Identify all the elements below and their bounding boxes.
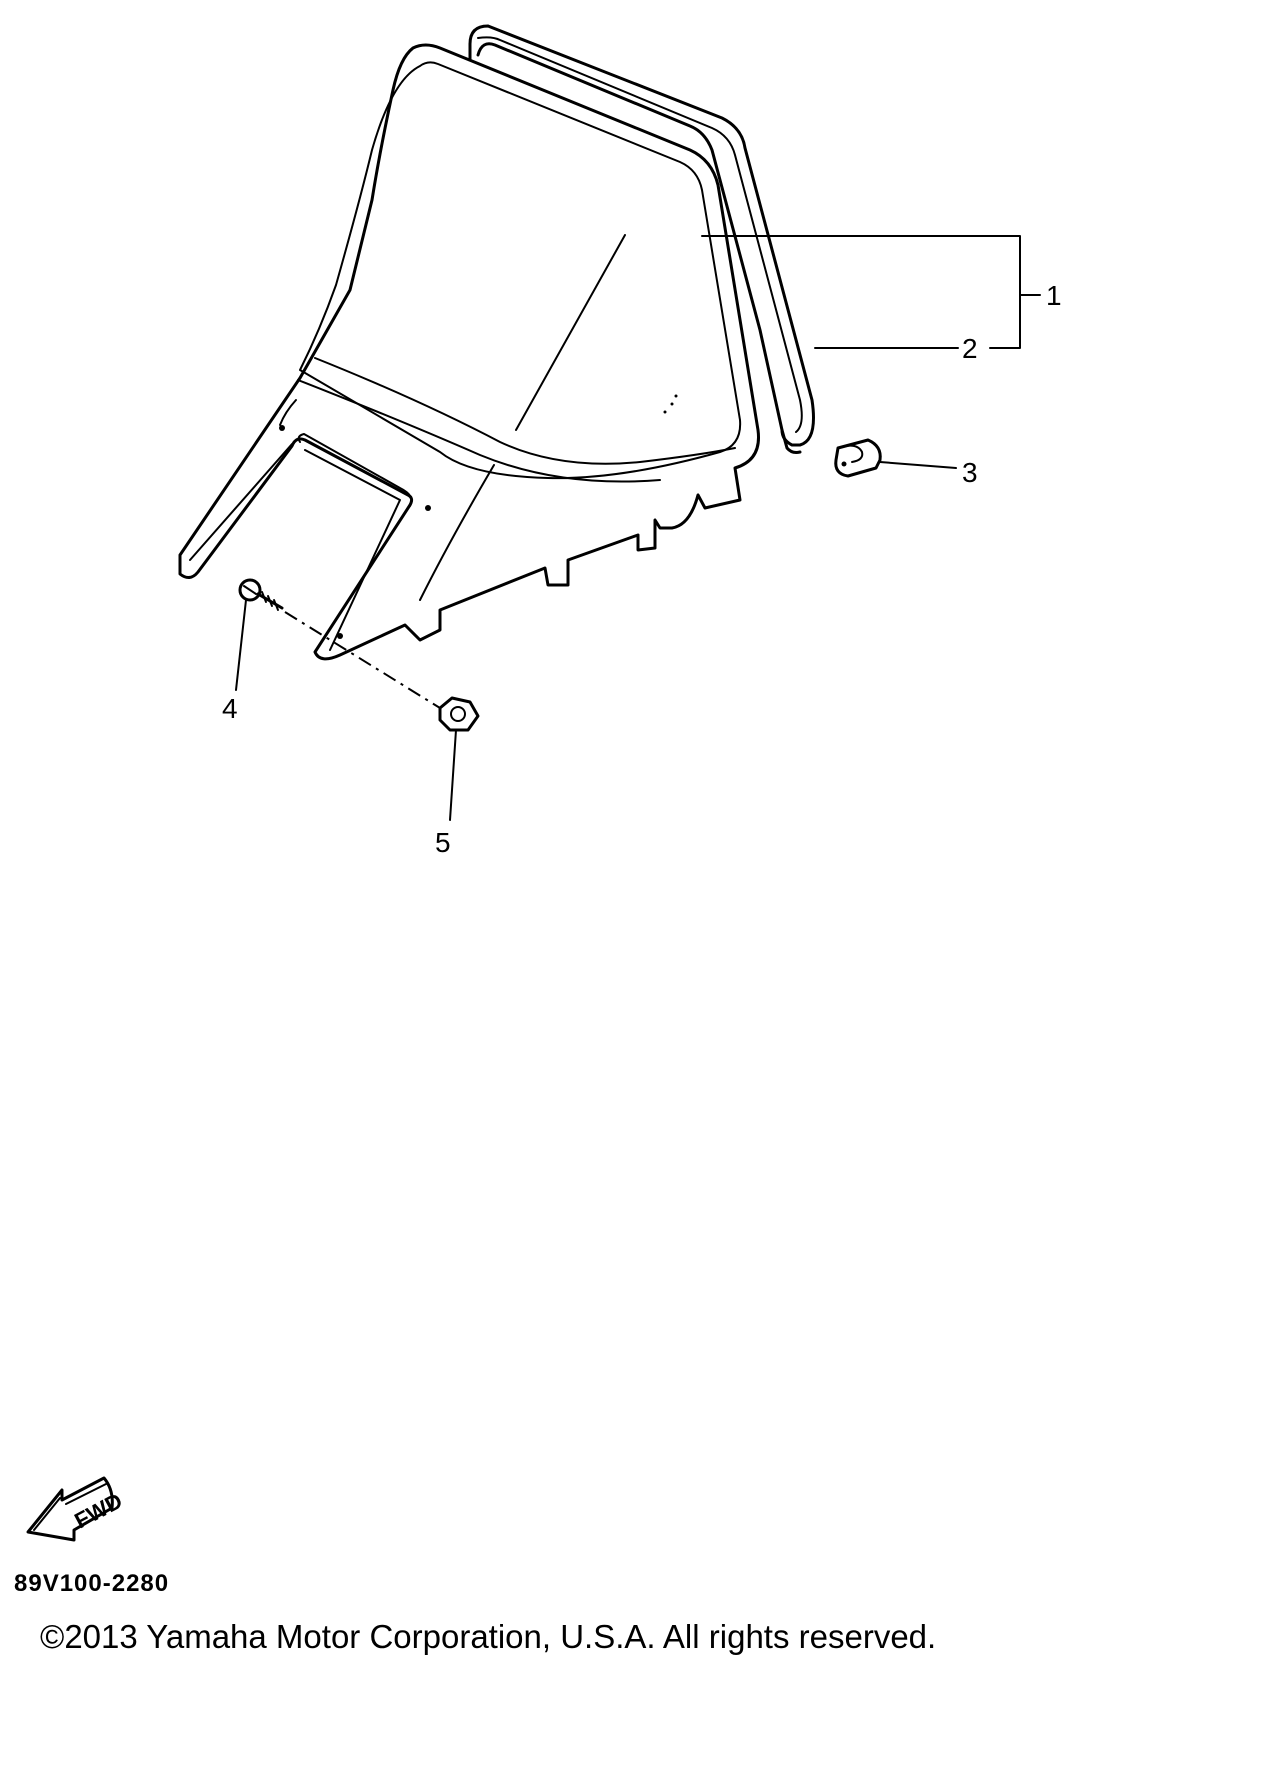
callout-2: 2 xyxy=(962,333,978,364)
nut-part-5[interactable] xyxy=(438,696,480,732)
windshield-trim-part-2[interactable] xyxy=(468,24,815,454)
diagram-code: 89V100-2280 xyxy=(14,1570,170,1597)
callout-1: 1 xyxy=(1046,280,1062,311)
windshield-part-1[interactable] xyxy=(178,43,761,661)
callout-5: 5 xyxy=(435,827,451,858)
clip-part-3[interactable] xyxy=(834,438,882,478)
callout-3: 3 xyxy=(962,457,978,488)
installation-centerline xyxy=(284,611,441,709)
callout-4: 4 xyxy=(222,693,238,724)
copyright-notice: ©2013 Yamaha Motor Corporation, U.S.A. A… xyxy=(40,1618,937,1655)
screw-part-4[interactable] xyxy=(238,578,284,611)
fwd-arrow-icon: FWD xyxy=(26,1476,126,1542)
fwd-label: FWD xyxy=(70,1488,126,1534)
leader-lines xyxy=(235,235,1041,821)
